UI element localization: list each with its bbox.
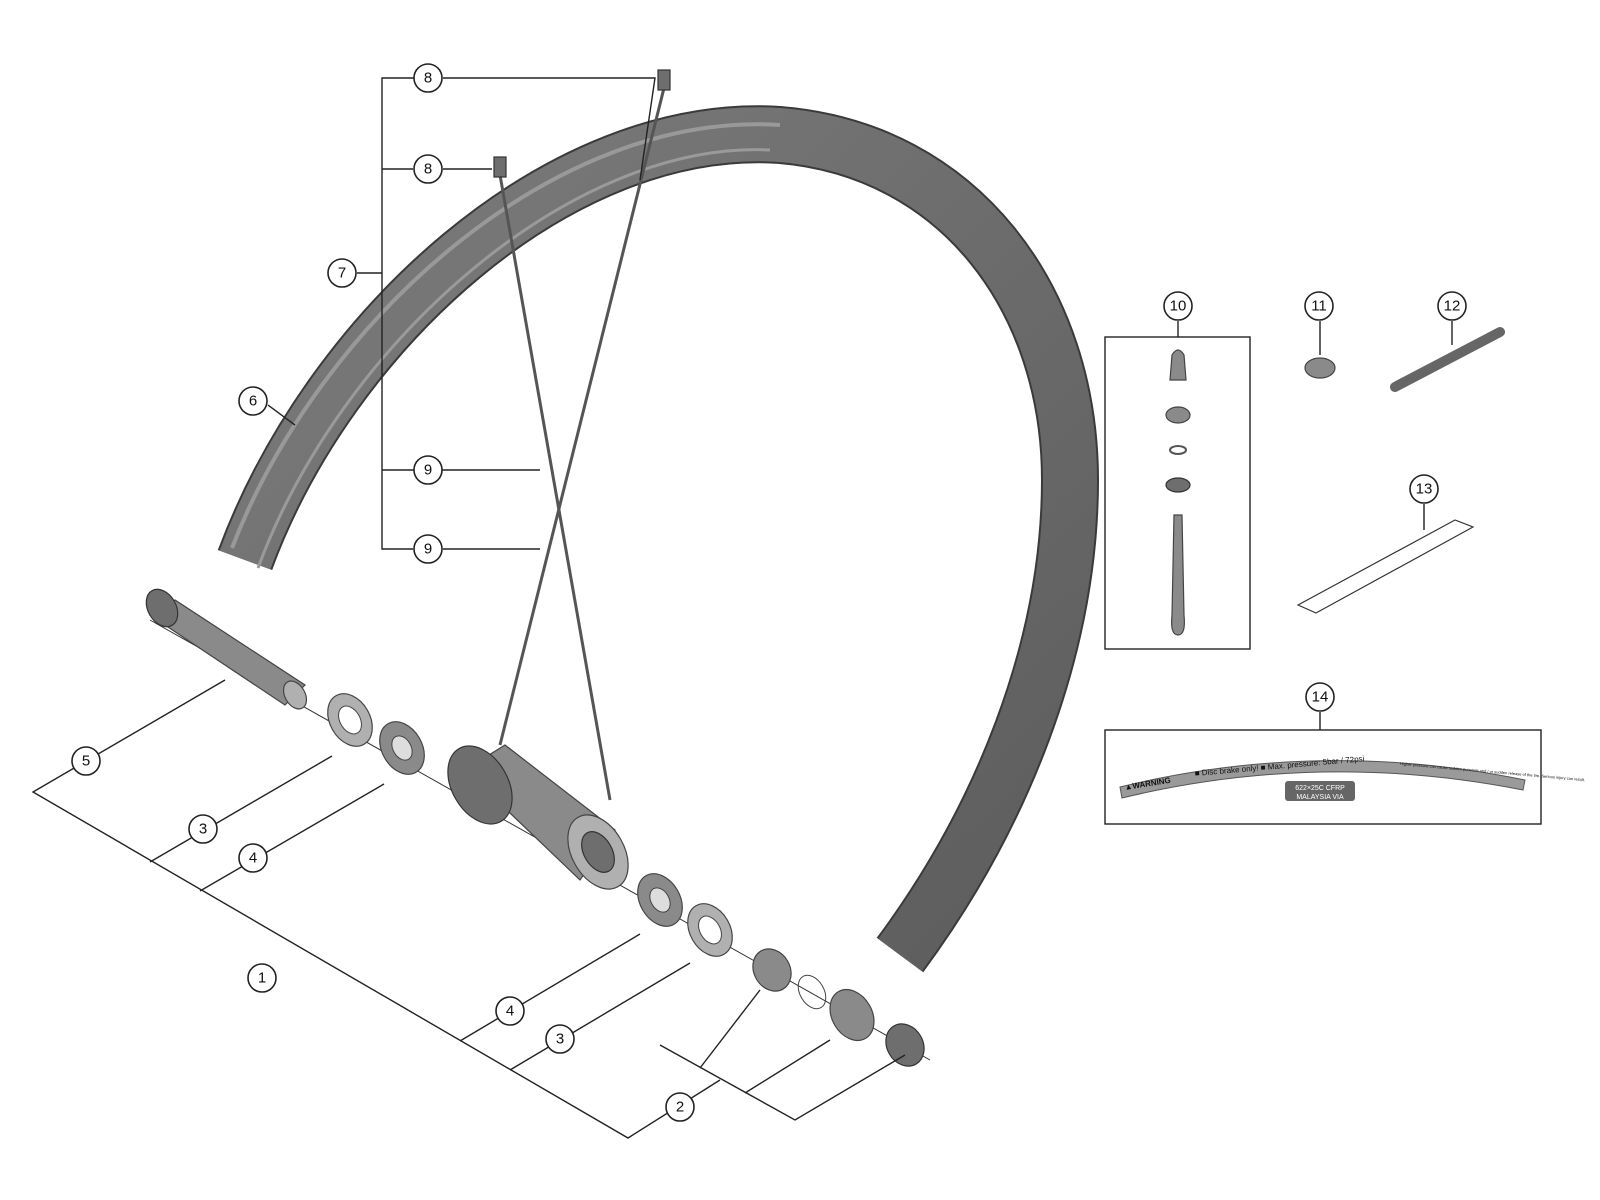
svg-text:5: 5	[82, 753, 90, 770]
svg-text:7: 7	[338, 265, 346, 282]
callout-4: 4	[495, 996, 525, 1026]
rim-decal: ▲WARNING ■ Disc brake only! ■ Max. press…	[1104, 712, 1585, 825]
callout-7: 7	[327, 258, 357, 288]
end-cap	[752, 948, 792, 992]
svg-text:13: 13	[1416, 481, 1433, 498]
valve-kit	[1104, 321, 1251, 650]
svg-text:12: 12	[1444, 298, 1461, 315]
hub-body	[447, 744, 629, 890]
spoke-nipple	[657, 69, 671, 91]
svg-text:9: 9	[424, 541, 432, 558]
svg-text:1: 1	[258, 970, 266, 987]
callout-11: 11	[1304, 291, 1334, 321]
callout-3: 3	[545, 1024, 575, 1054]
spoke-wrench	[1390, 321, 1505, 392]
o-ring	[797, 974, 827, 1010]
callout-9: 9	[413, 534, 443, 564]
callout-8: 8	[413, 63, 443, 93]
decal-spec1: 622×25C CFRP	[1295, 785, 1345, 792]
callout-1: 1	[247, 963, 277, 993]
callout-4: 4	[238, 843, 268, 873]
svg-text:4: 4	[249, 850, 257, 867]
axle	[145, 588, 308, 710]
rim	[217, 105, 1100, 973]
spokes	[493, 69, 671, 801]
spoke-nipple	[493, 156, 507, 178]
decal-spec2: MALAYSIA VIA	[1296, 794, 1344, 801]
end-cap	[885, 1023, 925, 1067]
svg-text:8: 8	[424, 161, 432, 178]
spacer	[829, 988, 875, 1042]
callout-13: 13	[1409, 474, 1439, 504]
callout-6: 6	[238, 386, 268, 416]
callout-12: 12	[1437, 291, 1467, 321]
rim-nut	[1304, 357, 1336, 379]
callout-5: 5	[71, 746, 101, 776]
svg-text:6: 6	[249, 393, 257, 410]
callout-8: 8	[413, 154, 443, 184]
svg-text:3: 3	[199, 821, 207, 838]
callout-9: 9	[413, 455, 443, 485]
callout-14: 14	[1305, 682, 1335, 712]
svg-text:11: 11	[1311, 298, 1327, 315]
svg-text:3: 3	[556, 1031, 564, 1048]
callout-3: 3	[188, 814, 218, 844]
svg-text:14: 14	[1312, 689, 1329, 706]
svg-text:2: 2	[676, 1099, 684, 1116]
callout-2: 2	[665, 1092, 695, 1122]
svg-text:4: 4	[506, 1003, 514, 1020]
svg-text:9: 9	[424, 462, 432, 479]
svg-text:10: 10	[1170, 298, 1187, 315]
svg-text:8: 8	[424, 70, 432, 87]
rim-tape	[1296, 504, 1475, 614]
callout-10: 10	[1163, 291, 1193, 321]
